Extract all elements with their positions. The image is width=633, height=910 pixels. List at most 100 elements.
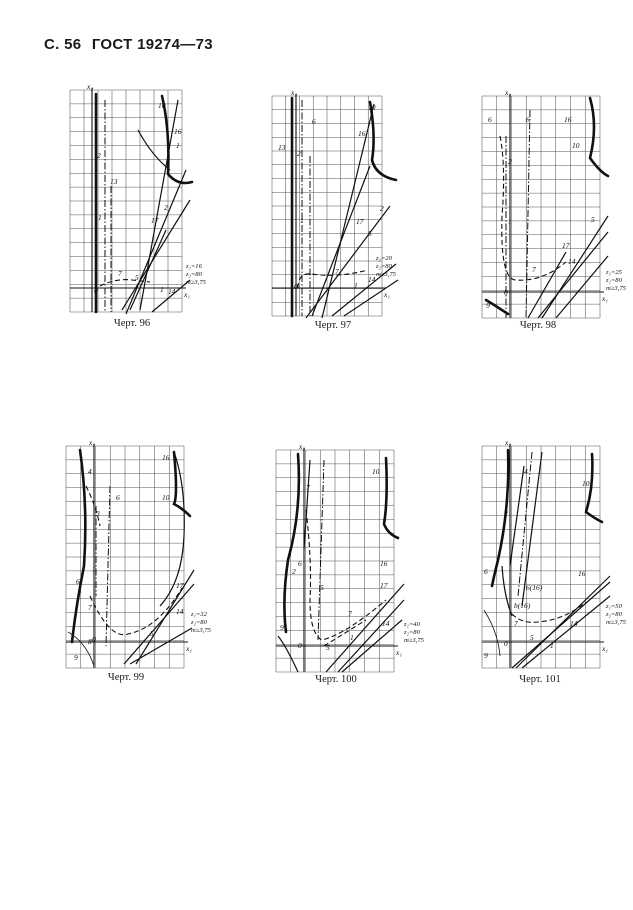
curve-label: 6 xyxy=(488,115,492,124)
curve-label: 2 xyxy=(380,204,384,213)
contour-line xyxy=(305,509,387,641)
contour-line xyxy=(555,255,609,319)
parameter-label: z₂=80 xyxy=(605,611,623,618)
curve-label: 13 xyxy=(110,177,118,186)
curve-label: 14 xyxy=(168,287,176,296)
contour-line xyxy=(521,595,611,669)
curve-label: 17 xyxy=(562,241,570,250)
y-axis-label: x₂ xyxy=(88,438,95,447)
curve-label: 0 xyxy=(298,641,302,650)
hatched-boundary xyxy=(382,456,400,540)
curve-label: 5 xyxy=(591,215,595,224)
curve-label: 3 xyxy=(95,509,100,518)
x-axis-label: x₁ xyxy=(185,644,192,653)
curve-label: 7 xyxy=(335,267,339,276)
curve-label: 5 xyxy=(326,643,330,652)
curve-label: 5 xyxy=(368,229,372,238)
contour-line xyxy=(129,627,193,665)
caption-101: Черт. 101 xyxy=(519,674,561,685)
hatched-boundary xyxy=(588,96,610,178)
contour-line xyxy=(99,279,151,287)
parameter-label: m≥3,75 xyxy=(606,619,627,626)
standard-number: ГОСТ 19274—73 xyxy=(91,36,213,53)
contour-line xyxy=(331,263,397,317)
contour-line xyxy=(85,485,101,527)
hatched-boundary xyxy=(283,452,301,634)
hatched-boundary xyxy=(172,450,192,518)
contour-line xyxy=(129,229,167,311)
contour-line xyxy=(517,451,533,597)
curve-label: 5 xyxy=(150,629,154,638)
contour-line xyxy=(511,601,587,623)
curve-label: 13 xyxy=(278,143,286,152)
parameter-label: m≥3,75 xyxy=(186,279,207,286)
parameter-label: m≥3,75 xyxy=(606,285,627,292)
curve-label: 14 xyxy=(568,257,576,266)
contour-line xyxy=(521,451,543,607)
contour-line xyxy=(125,169,187,315)
curve-label: 17 xyxy=(176,581,184,590)
contour-line xyxy=(525,109,531,319)
x-axis-label: x₁ xyxy=(383,290,390,299)
curve-label: 1 xyxy=(176,141,180,150)
contour-line xyxy=(105,485,111,647)
curve-label: 17 xyxy=(380,581,388,590)
y-axis-label: x₂ xyxy=(86,82,93,91)
curve-label: 1 xyxy=(98,213,102,222)
hatched-boundary xyxy=(70,448,87,644)
curve-label: 0 xyxy=(94,286,98,295)
x-axis-label: x₁ xyxy=(183,290,190,299)
curve-label: 6 xyxy=(312,117,316,126)
contour-line xyxy=(341,619,403,673)
curve-label: 1 xyxy=(92,565,96,574)
caption-97: Черт. 97 xyxy=(314,320,352,331)
contour-line xyxy=(123,583,195,665)
grid xyxy=(271,95,383,317)
curve-label: 0 xyxy=(504,288,508,297)
curve-label: 9 xyxy=(74,653,78,662)
contour-line xyxy=(501,565,513,617)
parameter-label: z₂=80 xyxy=(185,271,203,278)
contour-line xyxy=(317,459,325,641)
curve-label: 7 xyxy=(306,483,310,492)
curve-label: 2 xyxy=(164,203,168,212)
contour-line xyxy=(511,581,611,669)
curve-label: 6 xyxy=(298,559,302,568)
curve-label: 2 xyxy=(292,567,296,576)
caption-98: Черт. 98 xyxy=(519,320,557,331)
curve-label: 10 xyxy=(372,467,380,476)
curve-label: 16 xyxy=(578,569,586,578)
curve-label: 1 xyxy=(160,285,164,294)
contour-line xyxy=(89,587,183,636)
x-axis-label: x₁ xyxy=(395,648,402,657)
parameter-label: z₁=32 xyxy=(190,611,208,618)
curve-label: 1 xyxy=(550,641,554,650)
contour-line xyxy=(303,459,311,551)
curve-label: 14 xyxy=(176,607,184,616)
curve-label: 0 xyxy=(92,635,96,644)
y-axis-label: x₂ xyxy=(504,88,511,97)
contour-line xyxy=(159,451,185,607)
contour-line xyxy=(515,575,611,669)
curve-label: 2 xyxy=(508,157,512,166)
curve-label: 5 xyxy=(320,583,324,592)
curve-label: 1 xyxy=(508,217,512,226)
curve-label: 5 xyxy=(135,273,139,282)
curve-label: 16 xyxy=(358,129,366,138)
curve-label: 16 xyxy=(174,127,182,136)
curve-label: 14 xyxy=(368,275,376,284)
curve-label: 10 xyxy=(572,141,580,150)
contour-line xyxy=(499,135,567,281)
parameter-label: z₁=25 xyxy=(605,269,623,276)
page-header: С. 56 ГОСТ 19274—73 xyxy=(44,36,219,53)
curve-label: 9 xyxy=(486,301,490,310)
contour-line xyxy=(151,279,191,313)
curve-label: 8 xyxy=(88,637,92,646)
parameter-label: z₂=80 xyxy=(190,619,208,626)
curve-label: 16 xyxy=(380,559,388,568)
